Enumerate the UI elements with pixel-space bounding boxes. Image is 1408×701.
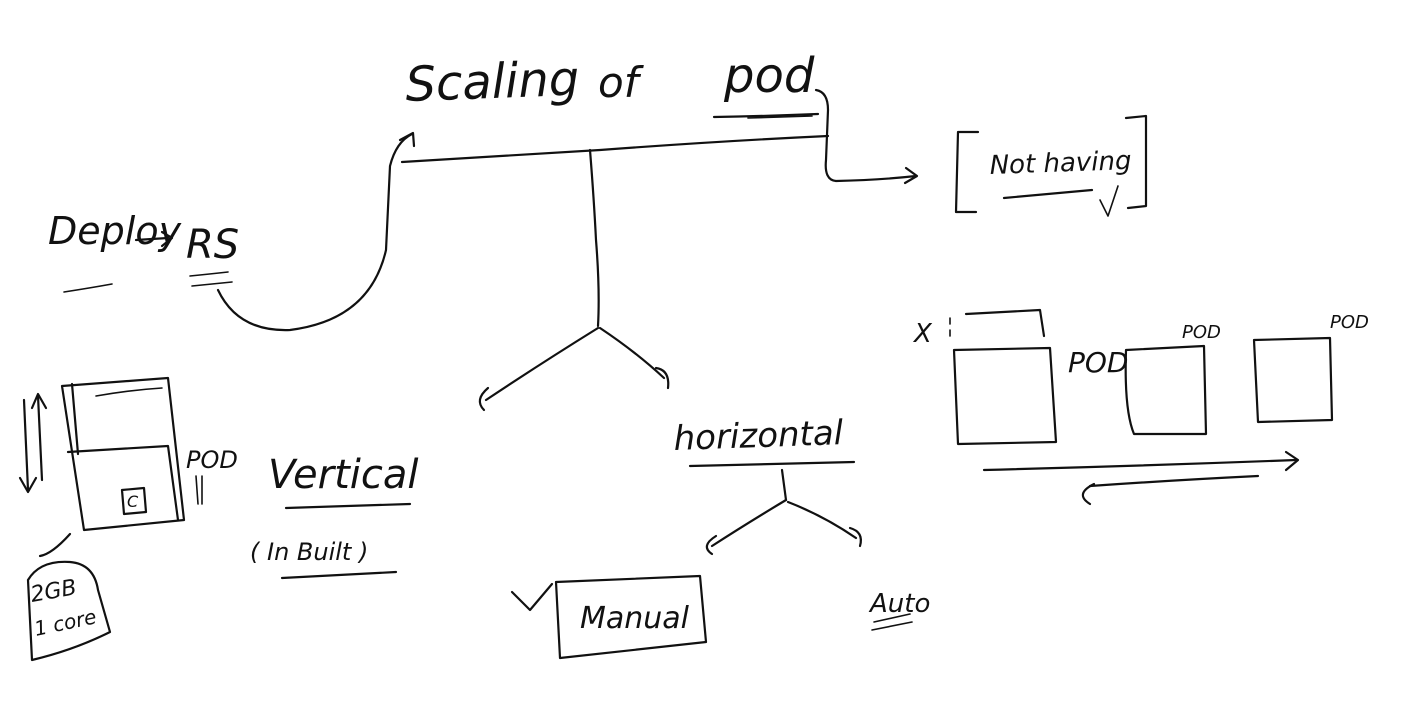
pod-box-1 bbox=[952, 346, 1058, 446]
horizontal-underline bbox=[688, 460, 856, 468]
container-mark: C bbox=[127, 492, 139, 511]
rs-underline-1 bbox=[189, 271, 229, 277]
vertical-pod-top-stroke bbox=[95, 387, 163, 397]
deploy-underline bbox=[63, 283, 113, 293]
title-word-scaling: Scaling bbox=[404, 51, 580, 113]
scale-out-arrowhead bbox=[1284, 450, 1300, 472]
container-square bbox=[120, 486, 148, 516]
title-word-pod: pod bbox=[723, 48, 815, 104]
auto-text: Auto bbox=[868, 589, 930, 619]
not-having-text: Not having bbox=[989, 146, 1132, 181]
right-branch-arrowhead bbox=[903, 166, 919, 185]
auto-underline-1 bbox=[873, 613, 911, 623]
vertical-sub-underline bbox=[280, 570, 398, 580]
vertical-pod-box bbox=[60, 376, 186, 532]
left-split-arrowhead bbox=[478, 386, 490, 412]
vertical-text: Vertical bbox=[268, 452, 419, 498]
vertical-scale-arrow-up bbox=[36, 394, 44, 482]
vertical-pod-inner-edge bbox=[70, 382, 80, 456]
vertical-pod-divider bbox=[66, 444, 180, 522]
pod-label-3: POD bbox=[1330, 312, 1369, 333]
vertical-subtext: ( In Built ) bbox=[250, 538, 368, 566]
removed-pod-outline bbox=[964, 308, 1046, 338]
horizontal-stem bbox=[780, 468, 788, 502]
pod-label-2: POD bbox=[1182, 322, 1221, 343]
horizontal-text: horizontal bbox=[673, 413, 844, 459]
right-branch-arrow bbox=[814, 88, 918, 183]
resource-tombstone bbox=[26, 560, 112, 662]
rs-underline-2 bbox=[191, 281, 233, 287]
resource-line-1: 2GB bbox=[29, 575, 79, 608]
scale-in-arrow bbox=[1088, 474, 1260, 488]
pod-label-4: POD bbox=[186, 446, 238, 474]
rs-to-bar-arrowhead bbox=[398, 131, 416, 148]
vertical-scale-arrow-down bbox=[22, 398, 30, 492]
scale-in-arrowhead bbox=[1081, 482, 1096, 506]
vertical-scale-arrowhead-up bbox=[30, 392, 48, 410]
vertical-underline bbox=[284, 502, 412, 510]
deploy-arrow-shaft bbox=[134, 236, 170, 242]
left-split-line bbox=[484, 326, 600, 402]
horizontal-right-arrowhead bbox=[848, 526, 862, 548]
x-mark: X bbox=[912, 319, 933, 349]
rs-to-bar-arrow bbox=[216, 132, 414, 332]
horizontal-left-arrowhead bbox=[705, 534, 718, 556]
rs-text: RS bbox=[186, 222, 239, 268]
right-split-line bbox=[598, 326, 666, 380]
vertical-scale-arrowhead-down bbox=[18, 476, 38, 494]
deploy-arrow-head bbox=[160, 230, 174, 248]
not-having-tick bbox=[1099, 185, 1119, 217]
pod-box-2 bbox=[1124, 344, 1208, 436]
not-having-right-bracket bbox=[1124, 114, 1148, 210]
resource-pointer bbox=[38, 532, 72, 558]
manual-checkmark bbox=[510, 582, 554, 612]
not-having-left-bracket bbox=[954, 130, 980, 214]
pod-up-arrow-lines bbox=[195, 475, 203, 505]
manual-text: Manual bbox=[580, 601, 690, 636]
right-split-arrowhead bbox=[654, 366, 670, 390]
deploy-text: Deploy bbox=[48, 209, 182, 253]
pod-underline bbox=[712, 112, 820, 119]
auto-underline-2 bbox=[871, 621, 913, 631]
title-bar bbox=[400, 134, 830, 164]
title-word-of: of bbox=[598, 58, 645, 107]
center-stem bbox=[588, 148, 600, 328]
pod-underline-2 bbox=[747, 115, 813, 119]
pod-box-3 bbox=[1252, 336, 1334, 424]
horizontal-right-branch bbox=[786, 500, 858, 540]
horizontal-left-branch bbox=[710, 498, 788, 548]
not-having-underline bbox=[1002, 188, 1094, 200]
scale-out-arrow bbox=[982, 458, 1298, 472]
pod-label-1: POD bbox=[1068, 346, 1128, 379]
resource-line-2: 1 core bbox=[32, 604, 98, 641]
manual-box bbox=[554, 574, 708, 660]
